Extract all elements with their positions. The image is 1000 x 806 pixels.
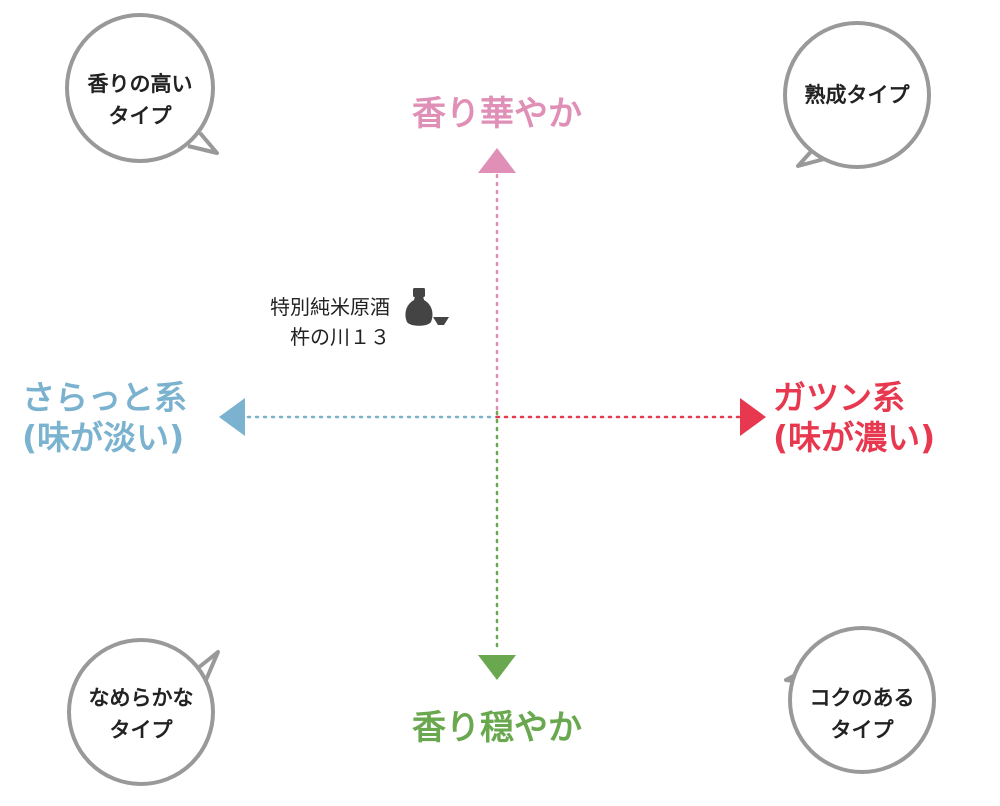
bubble-bottom-right — [784, 626, 936, 774]
quadrant-bottom-left-line1: なめらかな — [88, 686, 194, 710]
item-label-line1: 特別純米原酒 — [270, 295, 390, 319]
quadrant-bottom-right: コクのある タイプ — [792, 682, 932, 746]
quadrant-top-left: 香りの高い タイプ — [70, 68, 210, 132]
bubble-bottom-left — [67, 638, 220, 786]
axis-label-left-line1: さらっと系 — [22, 378, 187, 417]
quadrant-bottom-left-line2: タイプ — [109, 718, 173, 742]
quadrant-top-right: 熟成タイプ — [787, 79, 927, 111]
quadrant-bottom-right-line1: コクのある — [809, 686, 915, 710]
quadrant-top-left-line2: タイプ — [108, 104, 172, 128]
axis-label-right-line1: ガツン系 — [773, 378, 905, 417]
arrow-right-icon — [740, 398, 766, 436]
bubble-top-right — [783, 21, 931, 169]
bubble-top-left — [65, 13, 219, 163]
arrow-down-icon — [478, 655, 516, 680]
quadrant-bottom-right-line2: タイプ — [830, 718, 894, 742]
axis-label-right: ガツン系 (味が濃い) — [773, 378, 983, 458]
arrow-up-icon — [478, 148, 516, 173]
arrow-left-icon — [219, 398, 245, 436]
item-label: 特別純米原酒 杵の川１３ — [210, 292, 390, 352]
axis-label-left: さらっと系 (味が淡い) — [22, 378, 222, 458]
quadrant-bottom-left: なめらかな タイプ — [71, 682, 211, 746]
quadrant-top-right-line1: 熟成タイプ — [804, 83, 910, 107]
axis-label-top: 香り華やか — [412, 94, 582, 134]
axis-label-left-line2: (味が淡い) — [22, 418, 185, 457]
axis-label-right-line2: (味が濃い) — [773, 418, 936, 457]
axis-label-bottom: 香り穏やか — [412, 708, 582, 748]
item-label-line2: 杵の川１３ — [290, 325, 390, 349]
sake-bottle-icon — [405, 288, 449, 326]
quadrant-top-left-line1: 香りの高い — [87, 72, 193, 96]
